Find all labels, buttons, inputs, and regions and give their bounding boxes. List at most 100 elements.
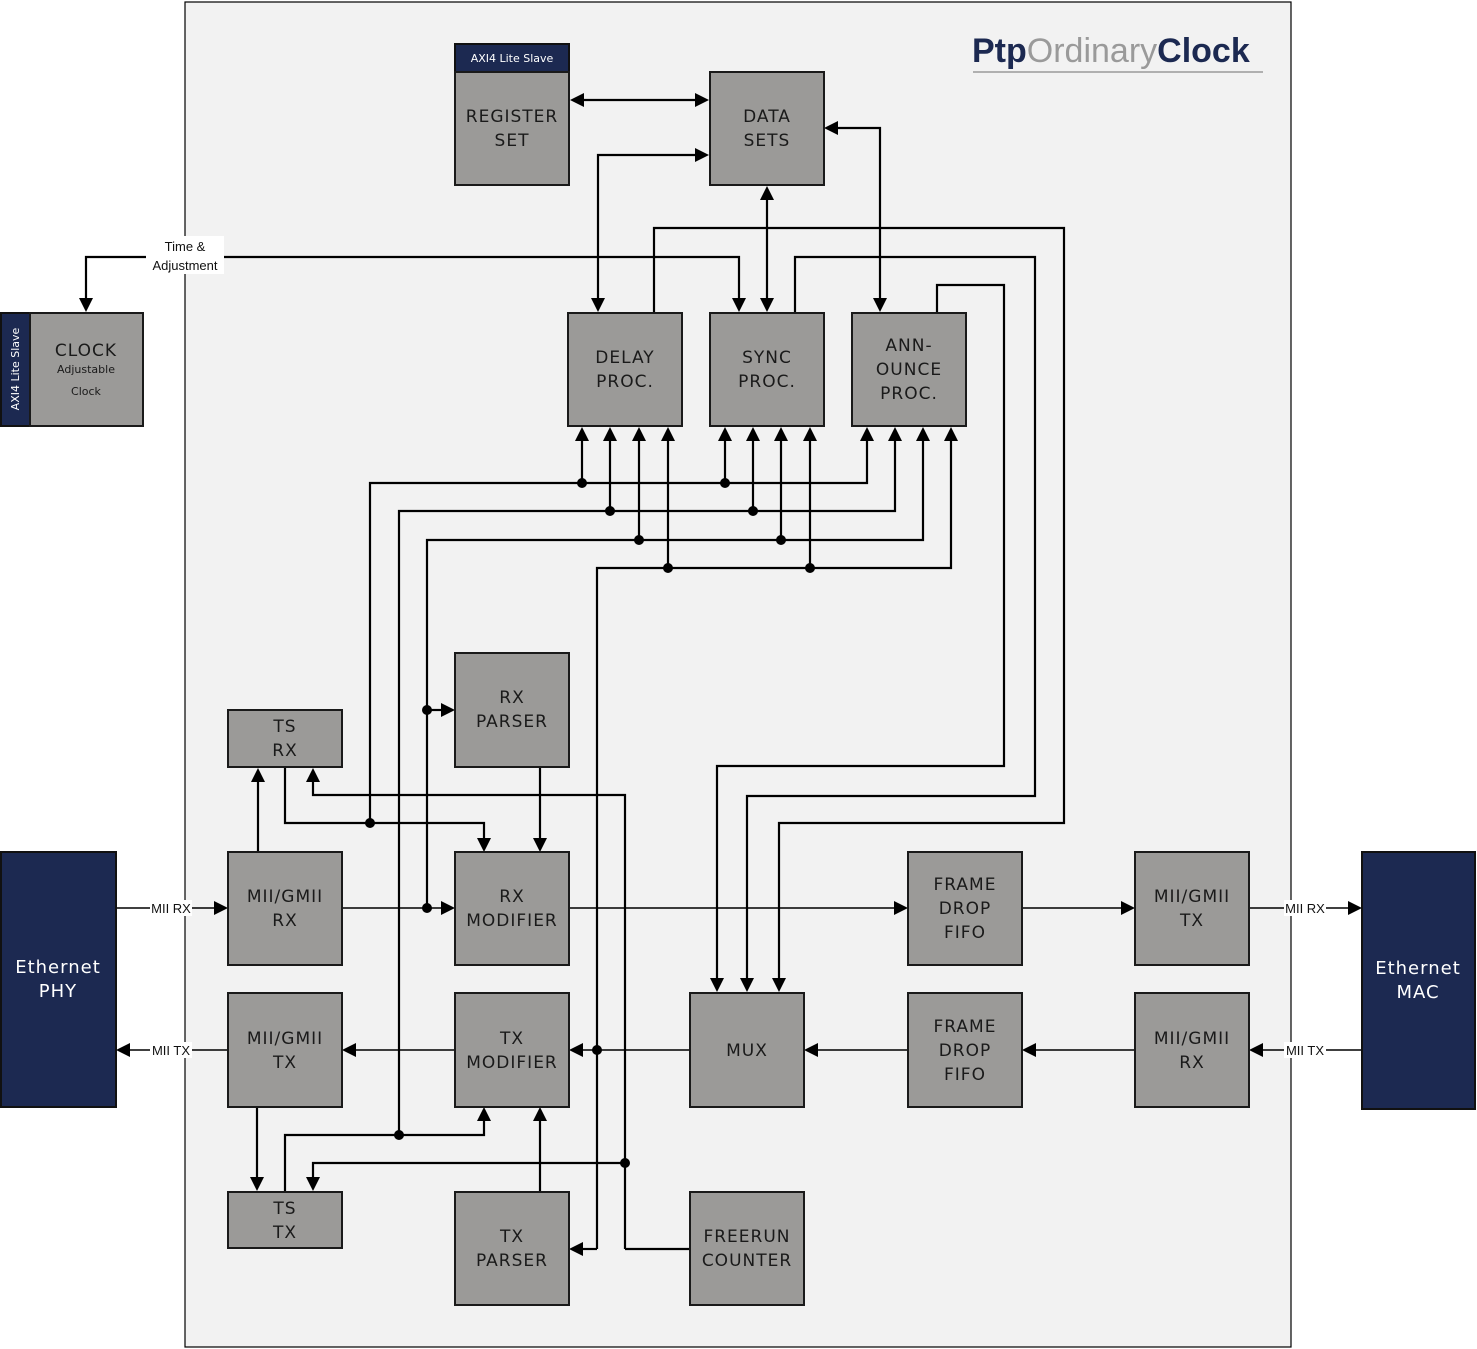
svg-text:PARSER: PARSER (476, 712, 548, 732)
arrow-left (569, 1043, 583, 1057)
signal-mii-rx-left: MII RX (151, 901, 191, 916)
wire-ts-tx-txmod (283, 1120, 486, 1192)
arrow-left (824, 121, 838, 135)
svg-text:Ethernet: Ethernet (1375, 958, 1461, 979)
svg-text:RX: RX (272, 911, 297, 931)
block-ts-tx[interactable]: TS TX (227, 1191, 343, 1249)
block-delay-proc[interactable]: DELAY PROC. (567, 312, 683, 427)
block-tx-parser[interactable]: TX PARSER (454, 1191, 570, 1306)
svg-text:MODIFIER: MODIFIER (466, 911, 558, 931)
svg-text:FIFO: FIFO (944, 923, 986, 943)
arrow-right (214, 901, 228, 915)
arrow-right (1121, 901, 1135, 915)
svg-text:PROC.: PROC. (596, 372, 654, 392)
block-mii-gmii-tx-left[interactable]: MII/GMII TX (227, 992, 343, 1108)
wire-announce-datasets (836, 126, 882, 300)
arrow-left (569, 1242, 583, 1256)
wire-freerun-ts-tx (311, 1161, 625, 1178)
block-mux[interactable]: MUX (689, 992, 805, 1108)
svg-text:PtpOrdinaryClock: PtpOrdinaryClock (972, 32, 1250, 70)
arrow-down (760, 298, 774, 312)
block-data-sets[interactable]: DATA SETS (709, 71, 825, 186)
svg-text:REGISTER: REGISTER (466, 107, 558, 127)
block-tx-modifier[interactable]: TX MODIFIER (454, 992, 570, 1108)
svg-text:Ethernet: Ethernet (15, 957, 101, 978)
block-rx-modifier[interactable]: RX MODIFIER (454, 851, 570, 966)
signal-labels: MII RX MII TX MII RX MII TX Time & Adjus… (146, 236, 1326, 1058)
ethernet-phy[interactable]: Ethernet PHY (0, 851, 117, 1108)
svg-text:SETS: SETS (744, 131, 791, 151)
arrow-right (1348, 901, 1362, 915)
processor-input-arrows (575, 427, 958, 441)
block-announce-proc[interactable]: ANN- OUNCE PROC. (851, 312, 967, 427)
svg-text:TX: TX (499, 1029, 524, 1049)
svg-text:TS: TS (272, 717, 296, 737)
arrow-right (894, 901, 908, 915)
block-mii-gmii-rx-right[interactable]: MII/GMII RX (1134, 992, 1250, 1108)
block-clock[interactable]: AXI4 Lite Slave CLOCK Adjustable Clock (0, 312, 144, 427)
block-sync-proc[interactable]: SYNC PROC. (709, 312, 825, 427)
svg-text:Adjustable: Adjustable (57, 363, 115, 376)
arrow-up (760, 186, 774, 200)
block-frame-drop-fifo-top[interactable]: FRAME DROP FIFO (907, 851, 1023, 966)
svg-text:MUX: MUX (726, 1041, 768, 1061)
svg-text:TX: TX (1179, 911, 1204, 931)
svg-text:FRAME: FRAME (934, 1017, 997, 1037)
block-frame-drop-fifo-bottom[interactable]: FRAME DROP FIFO (907, 992, 1023, 1108)
svg-text:TX: TX (272, 1223, 297, 1243)
arrow-left (342, 1043, 356, 1057)
svg-text:MODIFIER: MODIFIER (466, 1053, 558, 1073)
wire-sync-mux (745, 255, 1037, 980)
block-mii-gmii-rx-left[interactable]: MII/GMII RX (227, 851, 343, 966)
block-mii-gmii-tx-right[interactable]: MII/GMII TX (1134, 851, 1250, 966)
svg-text:FREERUN: FREERUN (703, 1227, 790, 1247)
svg-text:RX: RX (499, 688, 524, 708)
svg-text:ANN-: ANN- (885, 336, 932, 356)
arrow-right (441, 901, 455, 915)
svg-text:MII/GMII: MII/GMII (247, 1029, 323, 1049)
bus-rx-data (425, 440, 925, 908)
block-ts-rx[interactable]: TS RX (227, 709, 343, 768)
bus-ts-rx (368, 440, 869, 823)
svg-text:DROP: DROP (939, 899, 992, 919)
axi4-header: AXI4 Lite Slave (471, 52, 554, 65)
svg-text:Clock: Clock (71, 385, 102, 398)
svg-text:PROC.: PROC. (738, 372, 796, 392)
block-rx-parser[interactable]: RX PARSER (454, 652, 570, 768)
arrow-down (79, 298, 93, 312)
wire-announce-mux (715, 283, 1006, 980)
svg-text:RX: RX (1179, 1053, 1204, 1073)
arrow-down (533, 838, 547, 852)
arrow-down (740, 978, 754, 992)
wire-delay-datasets (596, 153, 698, 300)
arrow-right (441, 703, 455, 717)
svg-text:DELAY: DELAY (595, 348, 654, 368)
arrow-right (695, 93, 709, 107)
arrow-right (695, 148, 709, 162)
svg-text:PHY: PHY (39, 981, 77, 1002)
arrow-up (251, 768, 265, 782)
arrow-down (873, 298, 887, 312)
svg-text:SYNC: SYNC (742, 348, 792, 368)
arrow-down (477, 838, 491, 852)
arrow-left (1022, 1043, 1036, 1057)
diagram-title: PtpOrdinaryClock (972, 32, 1263, 73)
svg-text:MII/GMII: MII/GMII (1154, 887, 1230, 907)
arrow-left (804, 1043, 818, 1057)
time-adjust-line1: Time & (165, 239, 206, 254)
arrow-down (591, 298, 605, 312)
block-freerun-counter[interactable]: FREERUN COUNTER (689, 1191, 805, 1306)
svg-text:RX: RX (272, 741, 297, 761)
svg-text:SET: SET (495, 131, 530, 151)
arrow-down (772, 978, 786, 992)
svg-text:MII/GMII: MII/GMII (247, 887, 323, 907)
svg-text:TS: TS (272, 1199, 296, 1219)
axi4-header-vertical: AXI4 Lite Slave (9, 327, 22, 410)
wire-delay-mux (652, 226, 1066, 980)
svg-text:TX: TX (499, 1227, 524, 1247)
arrow-down (710, 978, 724, 992)
block-register-set[interactable]: AXI4 Lite Slave REGISTER SET (454, 43, 570, 186)
ethernet-mac[interactable]: Ethernet MAC (1361, 851, 1476, 1110)
signal-mii-tx-right: MII TX (1286, 1043, 1324, 1058)
